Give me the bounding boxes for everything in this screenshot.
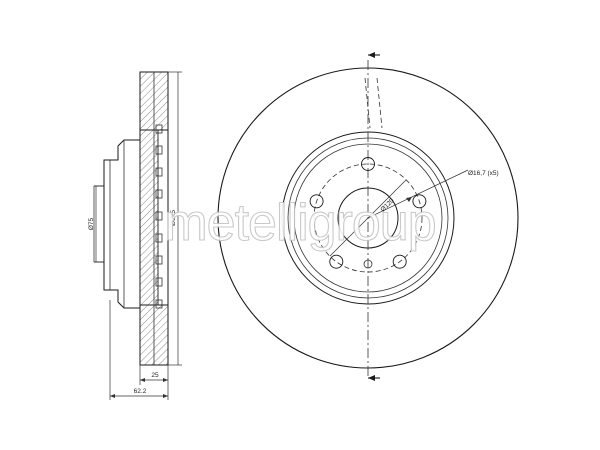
total-height-label: 62.2 (134, 388, 147, 395)
hub-diameter-label: Ø75 (88, 217, 95, 230)
disc-side-section-view (93, 71, 169, 366)
watermark-text: metelligroup (164, 194, 435, 252)
thickness-label: 25 (151, 372, 159, 379)
section-marker-bottom (368, 375, 380, 381)
overall-diameter-label: Ø325 (170, 210, 177, 226)
side-view-dimensions: Ø75 Ø325 25 62.2 (88, 71, 182, 400)
hub-hat-profile (103, 139, 140, 309)
cross-drill-hidden-lines (364, 77, 383, 129)
section-marker-top (368, 52, 380, 58)
disc-body-section (139, 129, 159, 306)
ventilation-fins (155, 124, 163, 309)
bolt-hole-label: Ø16,7 (x5) (468, 170, 499, 177)
